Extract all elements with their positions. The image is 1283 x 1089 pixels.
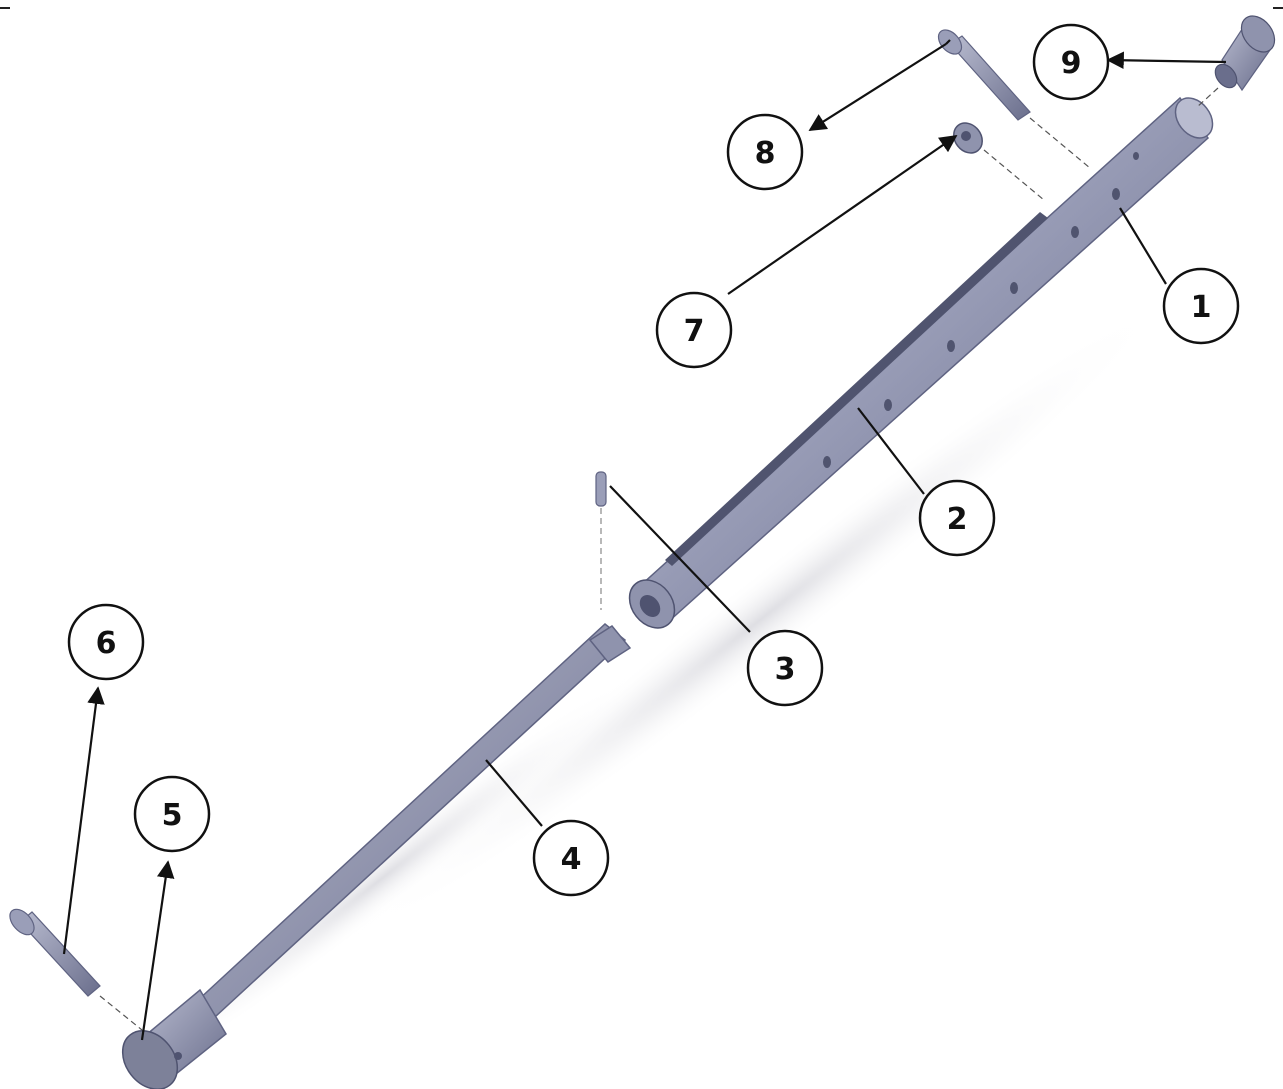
leader-4: [485, 759, 543, 827]
leader-6: [62, 686, 105, 955]
svg-text:4: 4: [561, 842, 582, 877]
leader-lines: [62, 39, 1227, 1041]
svg-text:8: 8: [755, 136, 776, 171]
callout-1: 1: [1162, 267, 1240, 345]
svg-text:5: 5: [162, 798, 183, 833]
part-9-end-cap: [1195, 15, 1276, 109]
svg-text:2: 2: [947, 502, 968, 537]
leader-2: [857, 407, 925, 495]
callout-4: 4: [532, 819, 610, 897]
callout-5: 5: [133, 775, 211, 853]
callout-7: 7: [655, 291, 733, 369]
svg-text:9: 9: [1061, 46, 1082, 81]
part-3-pin: [595, 471, 607, 610]
part-8-headed-pin: [937, 29, 1091, 169]
leader-5: [140, 860, 175, 1041]
svg-text:7: 7: [684, 314, 705, 349]
leader-1: [1119, 207, 1167, 285]
part-2-main-tube: [628, 96, 1214, 629]
leader-9: [1106, 51, 1227, 70]
callout-8: 8: [726, 113, 804, 191]
leader-8: [808, 43, 947, 131]
part-4-rod: [121, 623, 632, 1089]
callout-9: 9: [1032, 23, 1110, 101]
svg-text:1: 1: [1191, 290, 1212, 325]
part-6-lower-pin: [9, 908, 143, 1031]
callout-3: 3: [746, 629, 824, 707]
callout-6: 6: [67, 603, 145, 681]
leader-3: [609, 485, 751, 633]
part-7-bushing: [953, 122, 1045, 201]
svg-text:3: 3: [775, 652, 796, 687]
leader-7: [727, 134, 958, 295]
callout-2: 2: [918, 479, 996, 557]
svg-text:6: 6: [96, 626, 117, 661]
